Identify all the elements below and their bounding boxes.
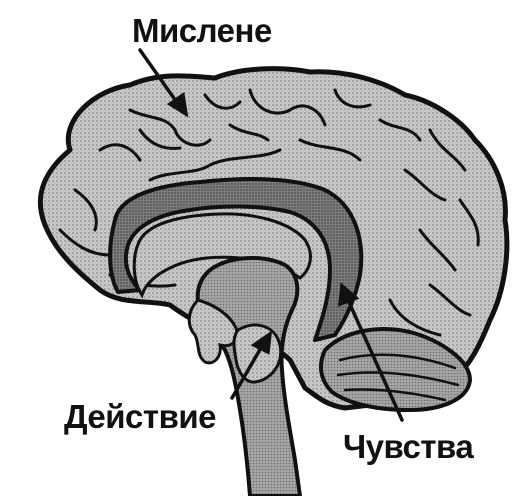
label-feelings: Чувства [343, 430, 473, 463]
label-action: Действие [64, 400, 216, 433]
label-thinking: Мислене [132, 14, 272, 47]
